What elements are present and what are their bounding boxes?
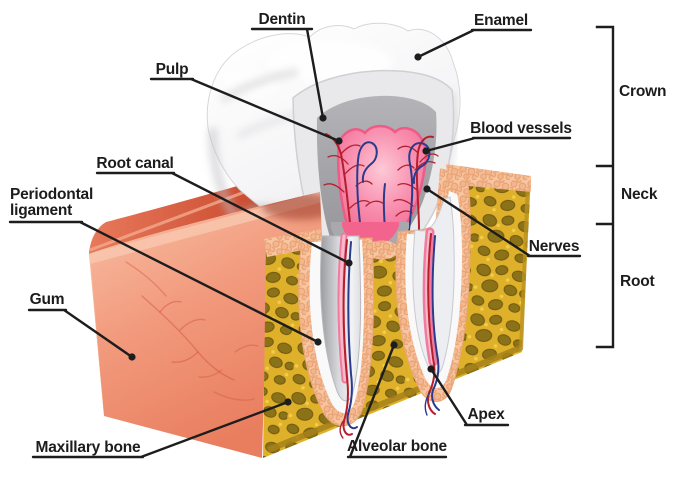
right-root-socket [395,166,471,416]
maxillary-bone-dot [284,398,292,406]
root-canal-leader [95,171,351,265]
neck-section-label: Neck [621,186,658,203]
bracket-lines [595,25,615,349]
gum-blood-vessels [125,261,259,401]
bone-right-edge [519,181,530,351]
root-canal-label: Root canal [96,155,173,172]
nerves-leader [425,187,582,258]
label-nerves: Nerves [423,185,582,258]
alveolar-bone-leader [346,343,448,459]
dentin-leader [250,27,325,120]
label-maxillary-bone: Maxillary bone [31,398,292,459]
enamel-leader [416,28,533,59]
nerves-label: Nerves [529,238,580,255]
apex-dot [427,365,435,373]
apex-label: Apex [467,406,505,423]
blood-vessels-dot [422,147,430,155]
blood-vessels-leader [424,136,572,153]
label-blood-vessels: Blood vessels [422,120,572,155]
label-dentin: Dentin [250,11,327,122]
enamel-label: Enamel [474,12,528,29]
annotations: Dentin Enamel Pulp Blood vessels Root ca… [8,11,666,459]
pulp-leader [149,77,341,143]
section-bracket: Crown Neck Root [595,25,666,349]
label-root-canal: Root canal [95,155,353,267]
blood-vessels-label: Blood vessels [470,120,572,137]
enamel-dot [414,53,422,61]
root-canal-left-vessels [339,239,358,439]
gum-front-face [89,192,322,458]
dentin-label: Dentin [258,11,305,28]
root-canal-dot [345,259,353,267]
label-periodontal-ligament: Periodontal ligament [8,186,322,346]
crown-section-label: Crown [619,83,666,100]
label-enamel: Enamel [414,12,533,61]
periodontal-ligament-label-line1: Periodontal [10,186,93,203]
cortical-rim-left [264,229,324,257]
root-section-label: Root [620,273,655,290]
label-pulp: Pulp [149,61,343,145]
root-canal-right-vessels [424,233,440,416]
maxillary-bone-leader [31,400,290,459]
gum-edge-highlight [89,192,322,264]
label-gum: Gum [27,291,136,361]
gum-dot [128,353,136,361]
alveolar-bone-label: Alveolar bone [347,438,447,455]
label-alveolar-bone: Alveolar bone [346,341,448,459]
nerves-dot [423,185,431,193]
left-root-socket [298,232,375,439]
alveolar-bone-dot [390,341,398,349]
gum-label: Gum [30,291,65,308]
dentin-dot [319,114,327,122]
pulp-label: Pulp [156,61,189,78]
periodontal-ligament-dot [314,338,322,346]
root-canal-left-core [339,234,347,382]
label-apex: Apex [427,365,510,427]
periodontal-ligament-label-line2: ligament [10,202,72,219]
gum-front-surface [89,192,322,458]
interradicular-bone-rim [365,240,399,260]
apex-leader [429,367,510,427]
pulp-dot [335,137,343,145]
maxillary-bone-label: Maxillary bone [36,439,141,456]
gum-leader [27,308,134,359]
roots-and-sockets [298,166,471,439]
bone-bottom-edge [266,345,522,453]
periodontal-ligament-leader [8,220,320,344]
